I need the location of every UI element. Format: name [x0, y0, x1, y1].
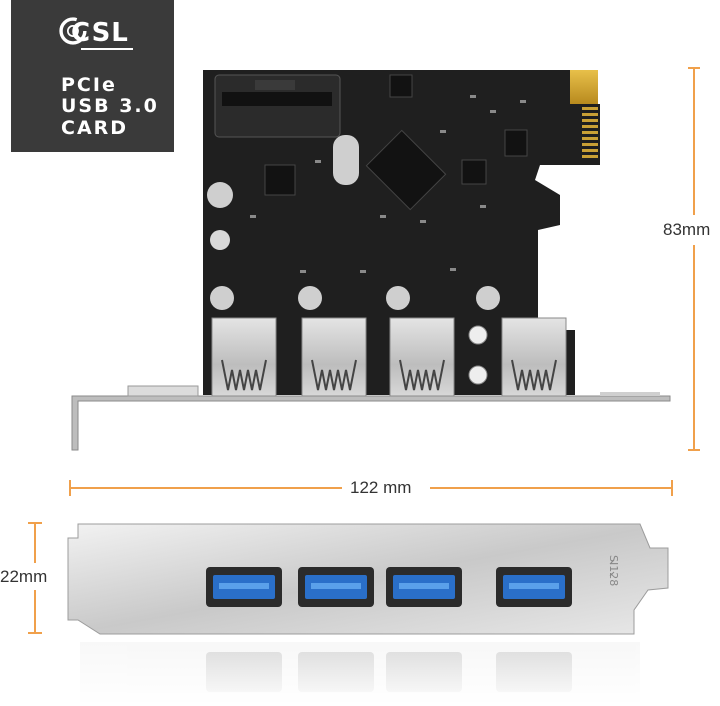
- screw-icon: [468, 325, 488, 345]
- controller-chip: [365, 129, 447, 211]
- bracket-front: SI128: [67, 523, 669, 635]
- product-line-1: PCIe: [61, 74, 117, 96]
- bracket-side: [71, 385, 671, 451]
- crystal-oscillator: [333, 135, 359, 185]
- pcie-connector-top: [570, 70, 598, 104]
- dimension-lines: [28, 67, 700, 634]
- capacitor: [207, 182, 233, 208]
- pcie-gold-fingers: [582, 107, 598, 158]
- bracket-height-label: 22mm: [0, 567, 48, 586]
- width-dimension-label: 122 mm: [350, 478, 412, 497]
- svg-text:SI128: SI128: [607, 555, 620, 586]
- product-line-2: USB 3.0: [61, 95, 159, 117]
- height-dimension-label: 83mm: [663, 220, 711, 239]
- product-line-3: CARD: [61, 117, 129, 139]
- logo-swirl-icon: [59, 17, 87, 45]
- board-usb-ports: [211, 317, 567, 397]
- logo-underline: [81, 48, 133, 50]
- brand-badge: CSL PCIe USB 3.0 CARD: [11, 0, 174, 152]
- pcb-board: [203, 70, 600, 397]
- bracket-usb-ports: [206, 567, 572, 607]
- logo-text: CSL: [71, 18, 129, 48]
